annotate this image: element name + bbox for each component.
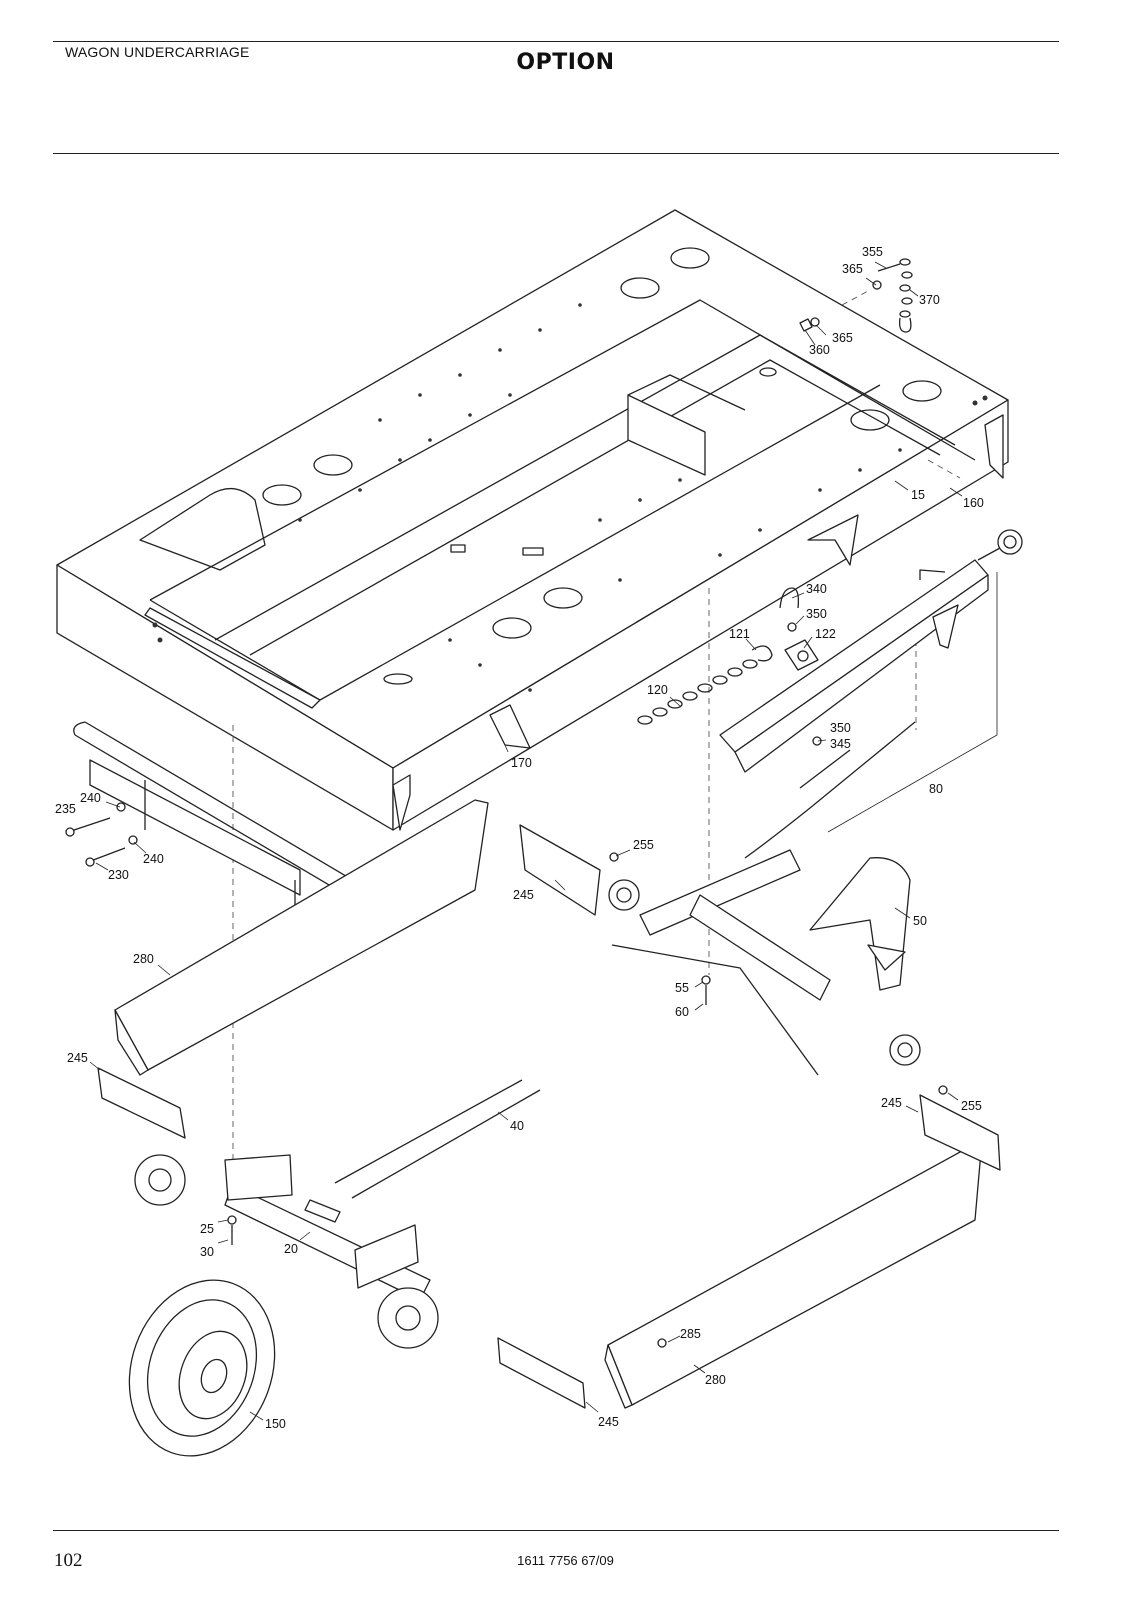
callout-255: 255 [633, 838, 654, 852]
safety-chain-assembly [799, 258, 913, 333]
callout-360: 360 [809, 343, 830, 357]
callout-240: 240 [80, 791, 101, 805]
callout-50: 50 [913, 914, 927, 928]
front-axle-assembly [608, 849, 921, 1076]
callout-121: 121 [729, 627, 750, 641]
callout-255: 255 [961, 1099, 982, 1113]
callout-60: 60 [675, 1005, 689, 1019]
callout-370: 370 [919, 293, 940, 307]
mudguard-right [604, 1139, 983, 1409]
top-rule [53, 41, 1059, 42]
callout-150: 150 [265, 1417, 286, 1431]
callout-245: 245 [598, 1415, 619, 1429]
option-label: OPTION [516, 50, 615, 75]
callout-365: 365 [832, 331, 853, 345]
callout-245: 245 [881, 1096, 902, 1110]
mounting-plates [97, 824, 1001, 1409]
callout-170: 170 [511, 756, 532, 770]
callout-40: 40 [510, 1119, 524, 1133]
callout-120: 120 [647, 683, 668, 697]
callout-30: 30 [200, 1245, 214, 1259]
callout-160: 160 [963, 496, 984, 510]
callout-55: 55 [675, 981, 689, 995]
callout-20: 20 [284, 1242, 298, 1256]
callout-25: 25 [200, 1222, 214, 1236]
drawbar-assembly [637, 529, 1023, 859]
callout-280: 280 [133, 952, 154, 966]
callout-122: 122 [815, 627, 836, 641]
callout-15: 15 [911, 488, 925, 502]
leader-lines [89, 261, 963, 1421]
rear-axle-assembly [134, 1079, 541, 1349]
callout-230: 230 [108, 868, 129, 882]
callout-350: 350 [830, 721, 851, 735]
callout-80: 80 [929, 782, 943, 796]
callout-245: 245 [67, 1051, 88, 1065]
callout-345: 345 [830, 737, 851, 751]
chassis-frame [56, 209, 1009, 831]
footer-rule [53, 1530, 1059, 1531]
callout-350: 350 [806, 607, 827, 621]
wheel-tire [128, 1279, 276, 1457]
mudguard-left [114, 799, 489, 1076]
callout-285: 285 [680, 1327, 701, 1341]
callout-235: 235 [55, 802, 76, 816]
callout-245: 245 [513, 888, 534, 902]
callout-labels: 355 365 370 365 360 15 160 340 350 121 1… [55, 245, 984, 1431]
callout-355: 355 [862, 245, 883, 259]
page-number: 102 [54, 1550, 83, 1571]
section-title: WAGON UNDERCARRIAGE [65, 44, 250, 60]
header-bottom-rule [53, 153, 1059, 154]
callout-280: 280 [705, 1373, 726, 1387]
callout-340: 340 [806, 582, 827, 596]
callout-365: 365 [842, 262, 863, 276]
document-code: 1611 7756 67/09 [517, 1553, 614, 1568]
callout-240: 240 [143, 852, 164, 866]
